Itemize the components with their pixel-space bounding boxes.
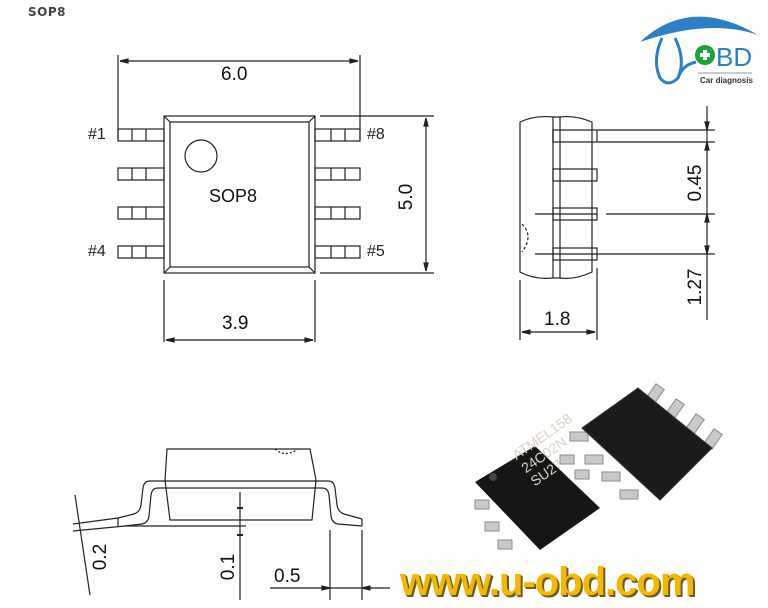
pin1-label: #1 (88, 126, 106, 143)
dim-overall-width: 6.0 (221, 64, 248, 85)
stethoscope-icon (655, 37, 683, 85)
dim-lead-width: 0.45 (685, 164, 706, 202)
pin8-label: #8 (367, 126, 385, 143)
dim-lead-thickness: 0.2 (90, 543, 111, 571)
logo-brand: BD (716, 42, 752, 72)
chip-photo: ATMEL158 24C02N SU27 (474, 383, 723, 550)
watermark-url: www.u-obd.com (400, 560, 695, 604)
pin4-label: #4 (88, 243, 106, 260)
package-label: SOP8 (209, 186, 258, 206)
logo-tagline: Car diagnosis (700, 76, 753, 85)
dim-foot-length: 0.5 (274, 566, 301, 587)
pin5-label: #5 (367, 243, 385, 260)
dim-standoff: 0.1 (218, 553, 239, 581)
drawing-title: SOP8 (28, 5, 66, 19)
dim-pitch: 1.27 (685, 268, 706, 306)
dim-body-width: 3.9 (222, 313, 249, 334)
obd-logo: BD Car diagnosis (640, 16, 758, 85)
dim-height: 1.8 (544, 309, 571, 330)
dim-body-length: 5.0 (396, 183, 417, 211)
car-roof-icon (640, 16, 758, 42)
